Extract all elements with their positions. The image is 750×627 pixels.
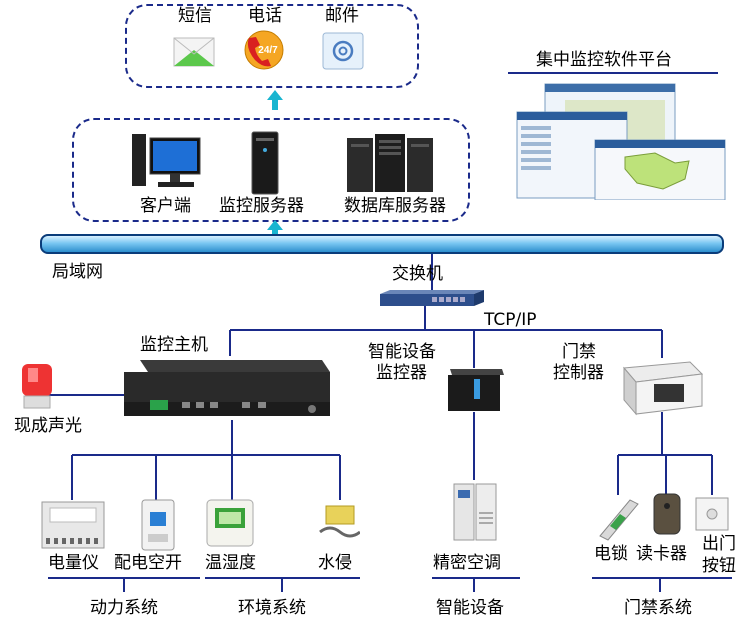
arrow-up-icon [267, 90, 283, 100]
breaker-icon [140, 498, 176, 556]
lan-bus [40, 234, 724, 254]
alarm-label: 现成声光 [14, 416, 82, 436]
host-unit-icon [122, 358, 332, 424]
leak-label: 水侵 [318, 553, 352, 573]
exit-label-1: 出门 [702, 534, 736, 554]
arrow-up-icon-stem-2 [272, 228, 278, 234]
lan-label: 局域网 [52, 262, 103, 282]
client-label: 客户端 [140, 196, 191, 216]
switch-label: 交换机 [392, 264, 443, 284]
sms-icon [172, 32, 216, 72]
sms-label: 短信 [178, 6, 212, 26]
arrow-up-icon-stem [272, 100, 278, 110]
monitor-server-label: 监控服务器 [219, 196, 304, 216]
breaker-label: 配电空开 [114, 553, 182, 573]
database-server-icon [345, 132, 435, 198]
client-computer-icon [130, 130, 204, 196]
database-server-label: 数据库服务器 [344, 196, 446, 216]
switch-icon [378, 288, 486, 312]
platform-screenshot-icon [515, 82, 730, 204]
notify-group [125, 4, 419, 88]
smart-ctrl-icon [444, 365, 506, 417]
phone-badge: 24/7 [258, 45, 278, 56]
power-meter-icon [40, 500, 106, 554]
door-ctrl-label-2: 控制器 [553, 363, 604, 383]
reader-label: 读卡器 [636, 544, 687, 564]
system-access: 门禁系统 [624, 598, 692, 618]
thermo-label: 温湿度 [205, 553, 256, 573]
smart-ctrl-label-2: 监控器 [376, 363, 427, 383]
platform-title: 集中监控软件平台 [536, 50, 672, 70]
host-title: 监控主机 [140, 335, 208, 355]
water-leak-icon [318, 502, 361, 546]
arrow-up-icon-2 [267, 220, 283, 230]
system-env: 环境系统 [238, 598, 306, 618]
electric-lock-icon [596, 496, 640, 546]
mail-icon [320, 30, 366, 76]
platform-underline [508, 72, 718, 74]
card-reader-icon [652, 492, 682, 540]
system-power: 动力系统 [90, 598, 158, 618]
aircon-label: 精密空调 [433, 553, 501, 573]
monitor-server-icon [250, 130, 280, 200]
phone-icon: 24/7 [242, 28, 286, 76]
aircon-icon [452, 482, 500, 546]
door-ctrl-icon [620, 360, 704, 420]
exit-label-2: 按钮 [702, 556, 736, 576]
smart-ctrl-label-1: 智能设备 [368, 342, 436, 362]
mail-label: 邮件 [325, 6, 359, 26]
phone-label: 电话 [248, 6, 282, 26]
door-ctrl-label-1: 门禁 [562, 342, 596, 362]
exit-button-icon [694, 496, 730, 536]
meter-label: 电量仪 [48, 553, 99, 573]
thermo-icon [205, 498, 255, 552]
protocol-label: TCP/IP [484, 310, 537, 330]
alarm-light-icon [20, 362, 56, 416]
system-smart: 智能设备 [436, 598, 504, 618]
lock-label: 电锁 [594, 544, 628, 564]
